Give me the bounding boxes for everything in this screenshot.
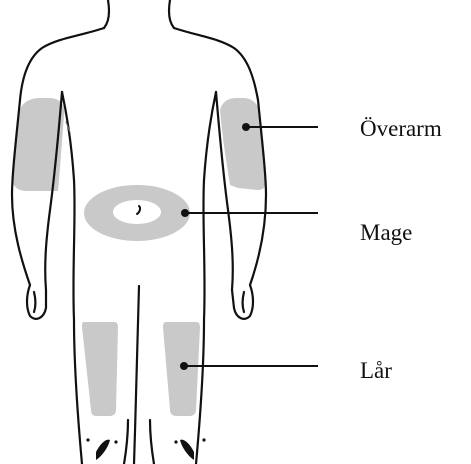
right-thumb — [243, 292, 245, 312]
right-knee-dot-1 — [174, 440, 177, 443]
left-inner-leg — [124, 420, 128, 464]
neck-left — [104, 0, 109, 28]
neck-right — [169, 0, 174, 28]
left-thumb — [34, 292, 36, 312]
knee-marks — [86, 438, 205, 460]
injection-zones — [12, 98, 267, 416]
crotch-line — [134, 286, 139, 464]
left-thigh-zone — [82, 322, 118, 416]
right-knee-dot-2 — [202, 438, 205, 441]
right-inner-leg — [150, 420, 154, 464]
label-upper-arm: Överarm — [360, 116, 442, 141]
left-knee-mark — [96, 440, 110, 460]
left-torso-side — [62, 92, 75, 320]
label-abdomen: Mage — [360, 220, 412, 245]
left-knee-dot-1 — [86, 438, 89, 441]
right-torso-side — [203, 92, 216, 320]
label-thigh: Lår — [360, 358, 392, 383]
right-knee-mark — [180, 440, 194, 460]
left-knee-dot-2 — [114, 440, 117, 443]
labels: Överarm Mage Lår — [360, 116, 442, 383]
left-leg-outer — [74, 320, 82, 464]
navel-clear-area — [113, 200, 161, 224]
